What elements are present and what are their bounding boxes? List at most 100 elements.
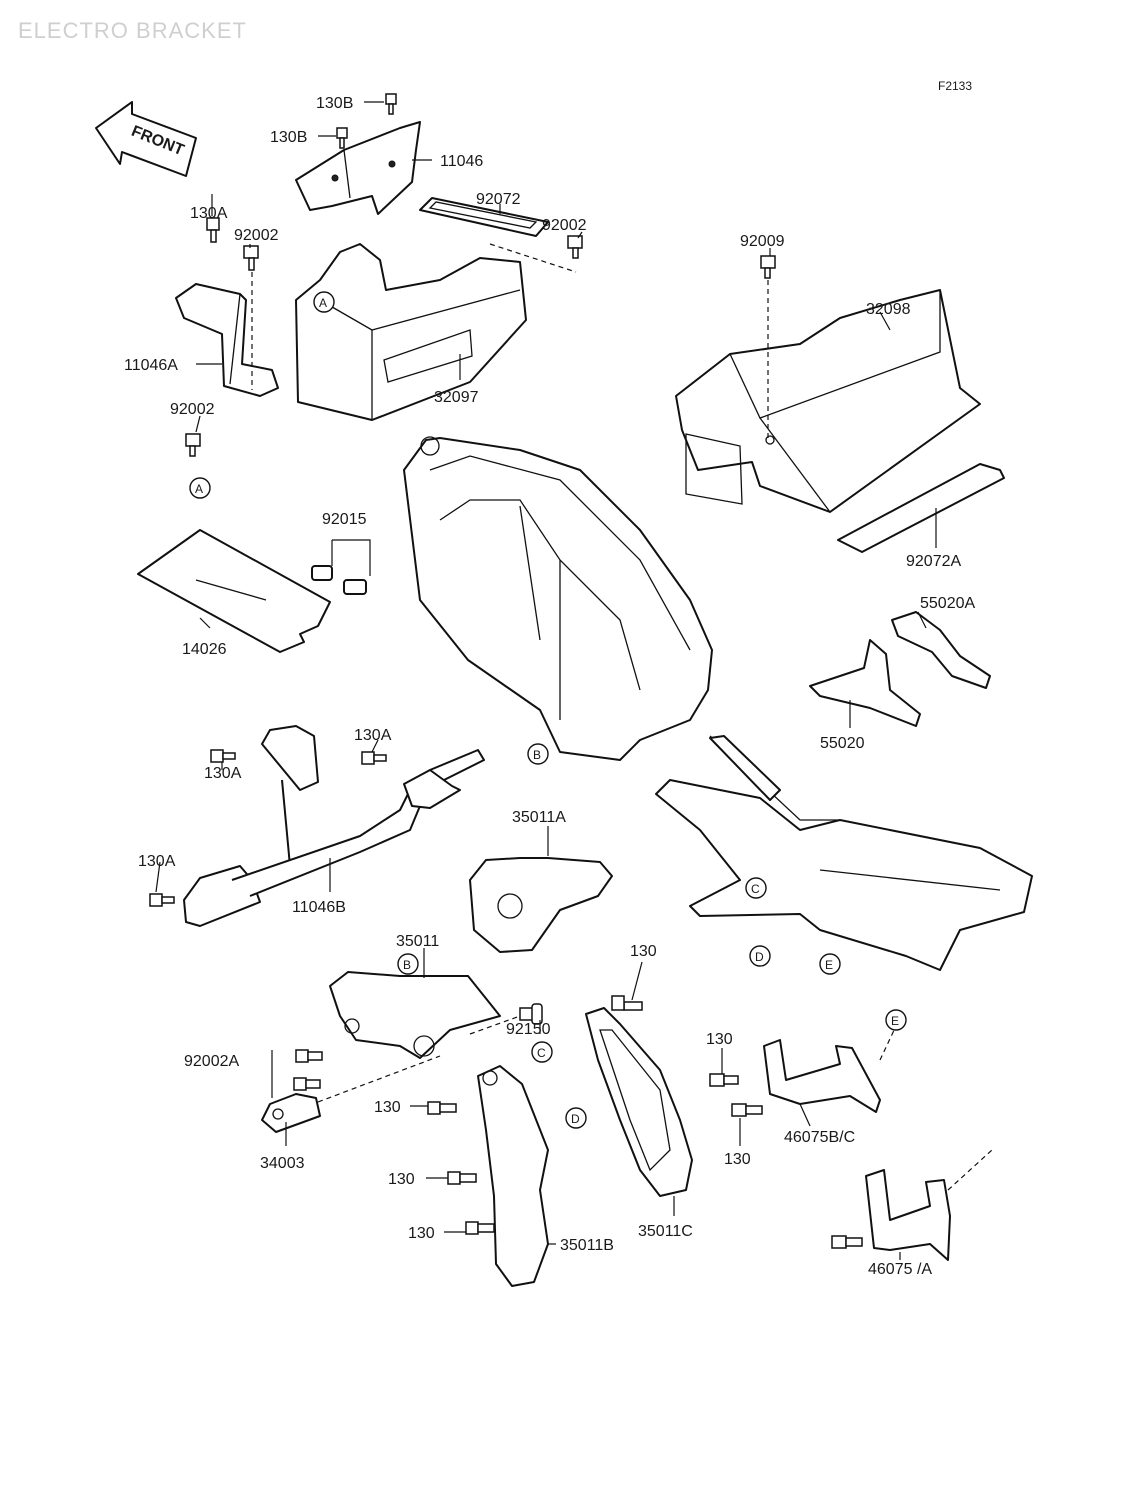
bolt-92009-icon — [760, 255, 776, 279]
label-130-c2: 130 — [388, 1171, 415, 1188]
svg-text:C: C — [537, 1046, 546, 1060]
label-130A-mid: 130A — [354, 727, 392, 744]
label-92002-top: 92002 — [234, 227, 279, 244]
callout-A-upper: A — [313, 291, 335, 313]
part-11046-cover — [295, 121, 421, 215]
label-130-center: 130 — [630, 943, 657, 960]
label-11046: 11046 — [440, 153, 483, 170]
bolt-46075A-icon — [831, 1235, 863, 1249]
nut-92015-icon — [311, 565, 367, 595]
label-92002-lower: 92002 — [170, 401, 215, 418]
label-130A-left: 130A — [204, 765, 242, 782]
front-arrow-icon: FRONT — [95, 101, 197, 177]
watermark-text: ELECTRO BRACKET — [18, 18, 247, 43]
part-11046A-bracket — [175, 283, 279, 397]
bolt-130-r1-icon — [709, 1073, 739, 1087]
part-35011C-bracket — [585, 1007, 693, 1197]
bolt-130A-left-icon — [210, 749, 236, 763]
svg-text:C: C — [751, 882, 760, 896]
label-14026: 14026 — [182, 641, 227, 658]
label-92072: 92072 — [476, 191, 521, 208]
label-130-r2: 130 — [724, 1151, 751, 1168]
svg-text:D: D — [755, 950, 764, 964]
label-11046B: 11046B — [292, 899, 346, 916]
label-130A-top: 130A — [190, 205, 228, 222]
bolt-130A-low-icon — [149, 893, 175, 907]
bolt-130-r2-icon — [731, 1103, 763, 1117]
label-130B-second: 130B — [270, 129, 307, 146]
figure-code: F2133 — [938, 79, 972, 93]
callout-A-lower: A — [189, 477, 211, 499]
label-92002A: 92002A — [184, 1053, 239, 1070]
label-32097: 32097 — [434, 389, 479, 406]
main-frame — [403, 436, 713, 761]
label-130B-top: 130B — [316, 95, 353, 112]
label-46075BC: 46075B/C — [784, 1129, 855, 1146]
label-92009: 92009 — [740, 233, 785, 250]
svg-text:B: B — [403, 958, 411, 972]
label-92150: 92150 — [506, 1021, 551, 1038]
rear-subframe — [655, 735, 1033, 971]
part-46075A-bracket — [865, 1169, 951, 1261]
label-11046A: 11046A — [124, 357, 178, 374]
bolt-130-c3-icon — [465, 1221, 495, 1235]
bolt-130B-second-icon — [336, 127, 348, 149]
svg-text:A: A — [319, 296, 327, 310]
label-35011A: 35011A — [512, 809, 566, 826]
callout-D-frame: D — [749, 945, 771, 967]
svg-text:B: B — [533, 748, 541, 762]
label-35011C: 35011C — [638, 1223, 693, 1240]
part-46075BC-bracket — [763, 1039, 881, 1113]
bolt-92002-right-icon — [567, 235, 583, 259]
part-55020-bracket — [809, 639, 921, 727]
label-32098: 32098 — [866, 301, 911, 318]
part-32098-tray — [675, 289, 981, 513]
label-55020: 55020 — [820, 735, 865, 752]
label-130-c3: 130 — [408, 1225, 435, 1242]
part-35011A-bracket — [469, 857, 613, 953]
label-35011: 35011 — [396, 933, 439, 950]
part-32097-battery-case — [295, 243, 527, 421]
part-92072-strap — [419, 197, 549, 237]
bolt-130A-top-icon — [206, 217, 220, 243]
part-92072A-strap — [837, 463, 1005, 553]
part-14026-plate — [137, 529, 331, 653]
label-92002-right: 92002 — [542, 217, 587, 234]
bolt-130-c2-icon — [447, 1171, 477, 1185]
leader-lines — [155, 101, 937, 1260]
label-130A-low: 130A — [138, 853, 176, 870]
bolt-92002-top-icon — [243, 245, 259, 271]
bolt-92002-lower-icon — [185, 433, 201, 457]
svg-text:A: A — [195, 482, 203, 496]
bolt-130-center-icon — [611, 995, 643, 1011]
svg-text:E: E — [825, 958, 833, 972]
part-34003-clevis — [261, 1093, 321, 1133]
bolt-130B-top-icon — [385, 93, 397, 115]
label-130-c1: 130 — [374, 1099, 401, 1116]
svg-text:D: D — [571, 1112, 580, 1126]
callout-B-bracket: B — [397, 953, 419, 975]
callout-B-frame: B — [527, 743, 549, 765]
callout-D-bracket: D — [565, 1107, 587, 1129]
label-92015: 92015 — [322, 511, 367, 528]
callout-C-frame: C — [745, 877, 767, 899]
part-55020A-bracket — [891, 611, 991, 689]
label-35011B: 35011B — [560, 1237, 614, 1254]
part-labels: 130B 130B 11046 92072 92002 130A 92002 1… — [124, 95, 975, 1278]
label-130-r1: 130 — [706, 1031, 733, 1048]
label-34003: 34003 — [260, 1155, 305, 1172]
part-11046B-bracket — [183, 725, 485, 927]
bolt-92150-icon — [519, 1003, 543, 1025]
label-92072A: 92072A — [906, 553, 961, 570]
label-55020A: 55020A — [920, 595, 975, 612]
part-35011-bracket — [329, 971, 501, 1059]
bolt-130-c1-icon — [427, 1101, 457, 1115]
callout-E-frame: E — [819, 953, 841, 975]
svg-text:E: E — [891, 1014, 899, 1028]
part-35011B-bracket — [477, 1065, 549, 1287]
callout-E-bracket: E — [885, 1009, 907, 1031]
bolt-92002A-icons — [293, 1049, 323, 1091]
label-46075A: 46075 /A — [868, 1261, 932, 1278]
